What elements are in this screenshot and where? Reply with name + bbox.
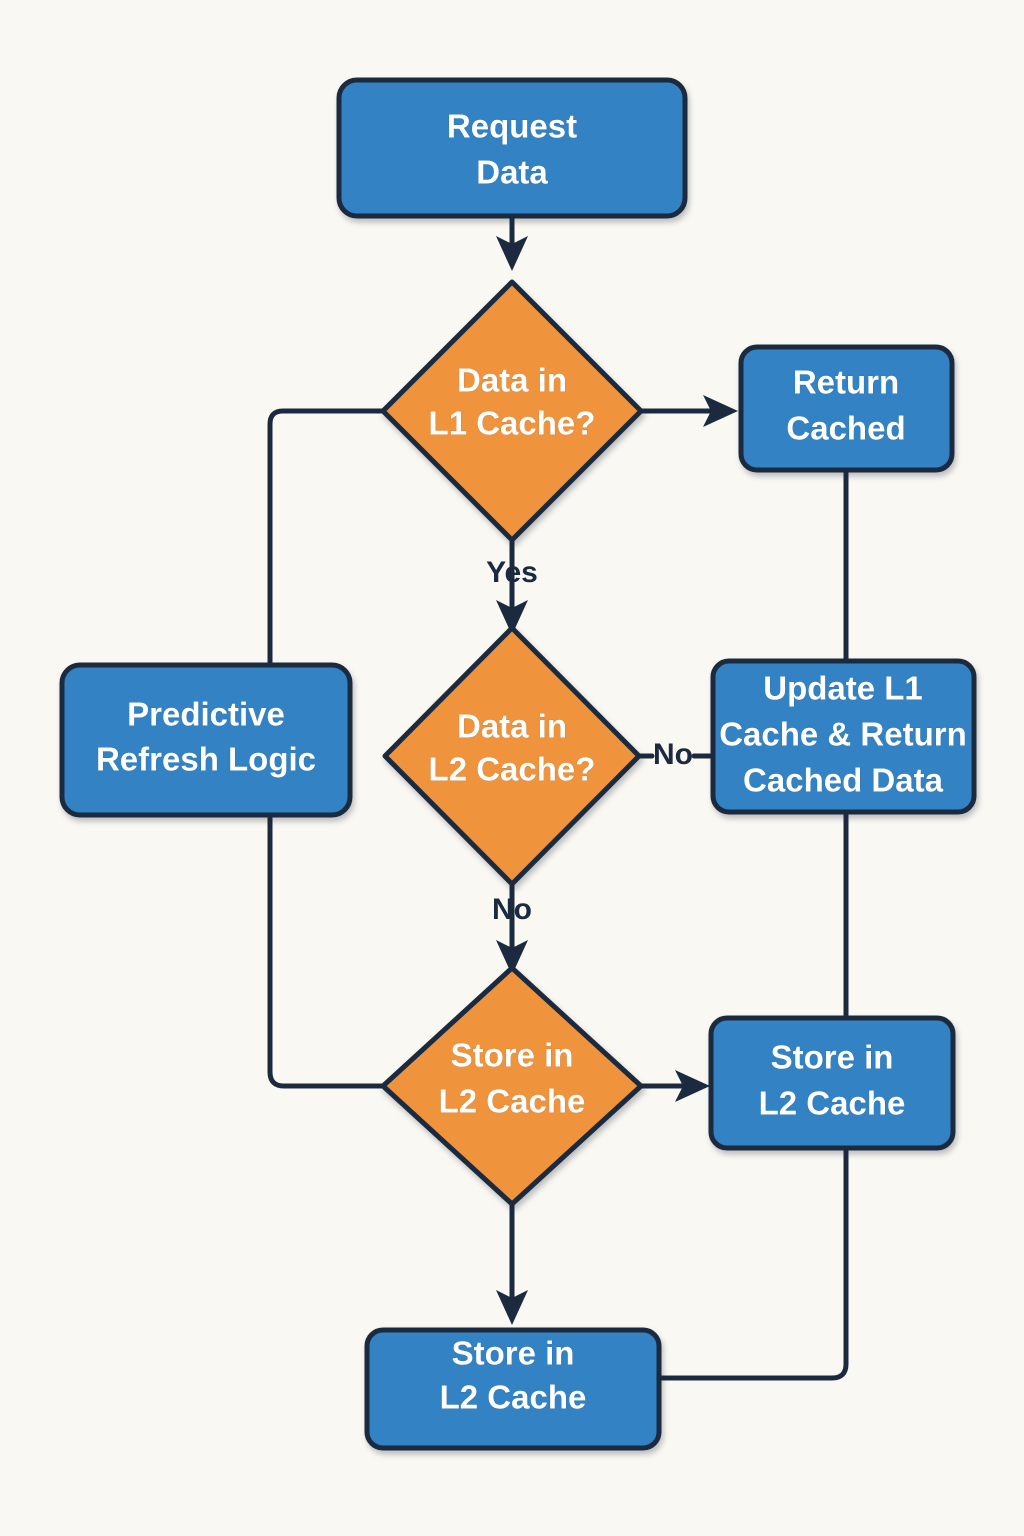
node-update-l1-cache[interactable]: Update L1 Cache & Return Cached Data: [710, 658, 977, 815]
predictive-refresh-label-line1: Predictive: [127, 696, 285, 733]
edges-layer: [267, 213, 849, 1381]
edge-label-no-update: No: [653, 738, 693, 771]
node-l2-decision[interactable]: Data in L2 Cache?: [382, 625, 642, 887]
predictive-refresh-shape[interactable]: [59, 662, 353, 818]
store-l2-right-shape[interactable]: [708, 1015, 956, 1151]
store-l2-decision-label-line1: Store in: [451, 1037, 574, 1074]
return-cached-label-line2: Cached: [786, 410, 905, 447]
node-store-l2-right[interactable]: Store in L2 Cache: [708, 1015, 956, 1151]
edge-l1-to-predictive: [267, 408, 386, 668]
edge-label-yes: Yes: [486, 556, 538, 589]
l2-decision-shape[interactable]: [382, 625, 642, 887]
l2-decision-label-line1: Data in: [457, 708, 567, 745]
node-store-l2-bottom[interactable]: Store in L2 Cache: [364, 1327, 662, 1451]
store-l2-bottom-label-line2: L2 Cache: [440, 1379, 587, 1416]
edge-store-right-to-store-bottom: [656, 1145, 849, 1381]
node-request-data[interactable]: Request Data: [336, 77, 688, 219]
node-l1-decision[interactable]: Data in L1 Cache?: [380, 279, 644, 543]
update-l1-label-line3: Cached Data: [743, 762, 944, 799]
store-l2-right-label-line2: L2 Cache: [759, 1085, 906, 1122]
store-l2-decision-shape[interactable]: [380, 965, 644, 1207]
edge-labels-layer: Yes No No: [486, 556, 693, 926]
edge-predictive-to-store-l2: [267, 812, 386, 1089]
update-l1-shape[interactable]: [710, 658, 977, 815]
return-cached-shape[interactable]: [738, 344, 955, 473]
store-l2-bottom-shape[interactable]: [364, 1327, 662, 1451]
predictive-refresh-label-line2: Refresh Logic: [96, 741, 316, 778]
store-l2-right-label-line1: Store in: [771, 1039, 894, 1076]
l1-decision-shape[interactable]: [380, 279, 644, 543]
edge-label-no-store: No: [492, 893, 532, 926]
node-predictive-refresh-logic[interactable]: Predictive Refresh Logic: [59, 662, 353, 818]
request-data-shape[interactable]: [336, 77, 688, 219]
l1-decision-label-line2: L1 Cache?: [429, 405, 596, 442]
update-l1-label-line2: Cache & Return: [719, 716, 967, 753]
return-cached-label-line1: Return: [793, 364, 899, 401]
update-l1-label-line1: Update L1: [763, 670, 923, 707]
node-return-cached[interactable]: Return Cached: [738, 344, 955, 473]
node-store-l2-decision[interactable]: Store in L2 Cache: [380, 965, 644, 1207]
store-l2-decision-label-line2: L2 Cache: [439, 1083, 586, 1120]
store-l2-bottom-label-line1: Store in: [452, 1335, 575, 1372]
request-data-label-line2: Data: [476, 154, 548, 191]
nodes-layer: Request Data Data in L1 Cache? Return Ca…: [59, 77, 977, 1451]
l1-decision-label-line1: Data in: [457, 362, 567, 399]
l2-decision-label-line2: L2 Cache?: [429, 751, 596, 788]
request-data-label-line1: Request: [447, 108, 577, 145]
